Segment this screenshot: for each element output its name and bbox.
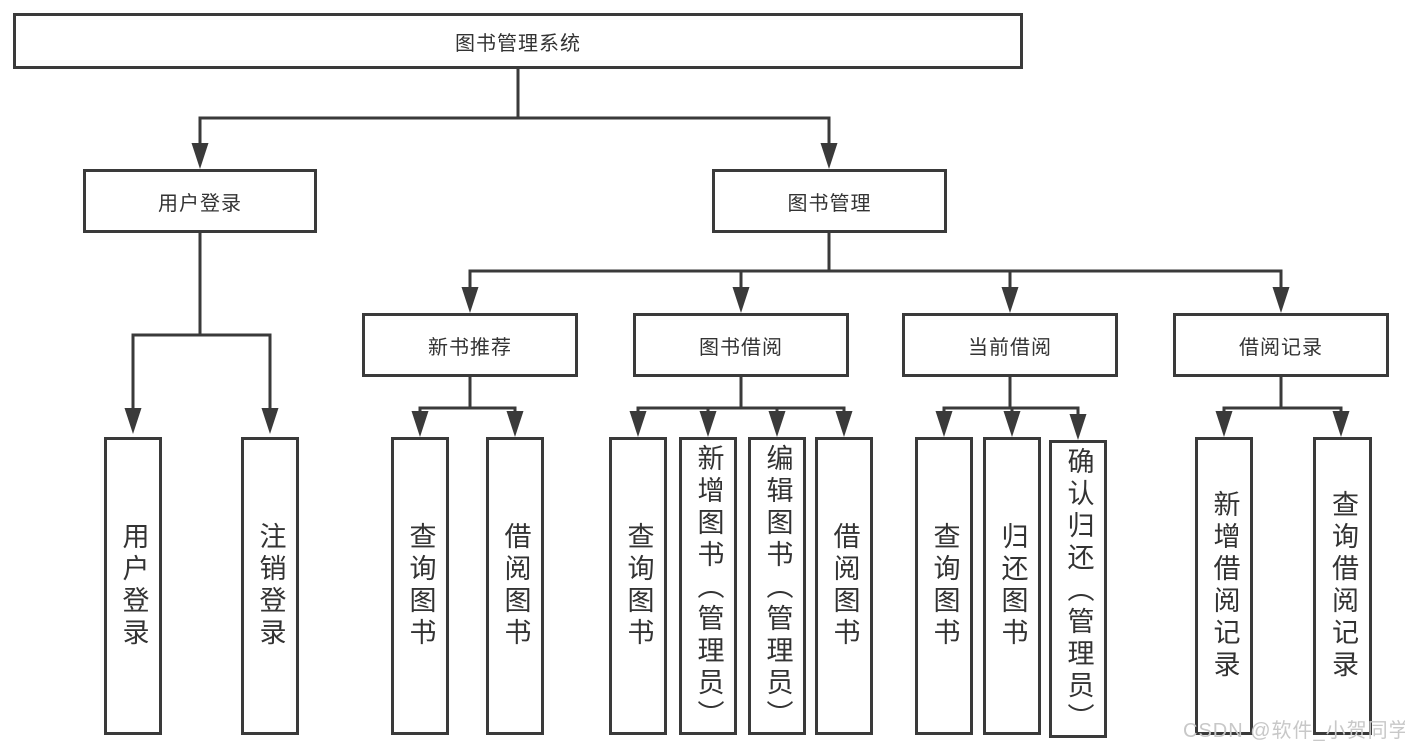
connector-book-mgmt-to-level3: [461, 233, 1290, 313]
leaf-edit-books-admin: 编辑图书（管理员）: [748, 437, 806, 735]
connector-current-borrow-to-leaves: [935, 377, 1087, 440]
leaf-query-books-borrowing: 查询图书: [609, 437, 667, 735]
node-new-book-recommend: 新书推荐: [362, 313, 578, 377]
node-current-borrowing: 当前借阅: [902, 313, 1118, 377]
leaf-add-borrow-record: 新增借阅记录: [1195, 437, 1253, 735]
leaf-logout: 注销登录: [241, 437, 299, 735]
leaf-borrow-books-borrowing: 借阅图书: [815, 437, 873, 735]
leaf-return-books: 归还图书: [983, 437, 1041, 735]
node-book-borrowing: 图书借阅: [633, 313, 849, 377]
leaf-query-books-current: 查询图书: [915, 437, 973, 735]
connector-user-login-to-leaves: [124, 233, 279, 434]
leaf-user-login: 用户登录: [104, 437, 162, 735]
node-book-management: 图书管理: [712, 169, 947, 233]
node-user-login: 用户登录: [83, 169, 317, 233]
node-borrowing-records: 借阅记录: [1173, 313, 1389, 377]
leaf-borrow-books-recommend: 借阅图书: [486, 437, 544, 735]
leaf-add-books-admin: 新增图书（管理员）: [679, 437, 737, 735]
csdn-watermark: CSDN @软件_小贺同学: [1183, 720, 1405, 742]
connector-new-books-to-leaves: [411, 377, 524, 437]
leaf-confirm-return-admin: 确认归还（管理员）: [1049, 440, 1107, 738]
connector-book-borrow-to-leaves: [629, 377, 853, 437]
connector-borrow-records-to-leaves: [1215, 377, 1350, 437]
leaf-query-borrow-record: 查询借阅记录: [1313, 437, 1372, 735]
node-root-library-system: 图书管理系统: [13, 13, 1023, 69]
connector-root-to-level2: [191, 69, 838, 169]
leaf-query-books-recommend: 查询图书: [391, 437, 449, 735]
